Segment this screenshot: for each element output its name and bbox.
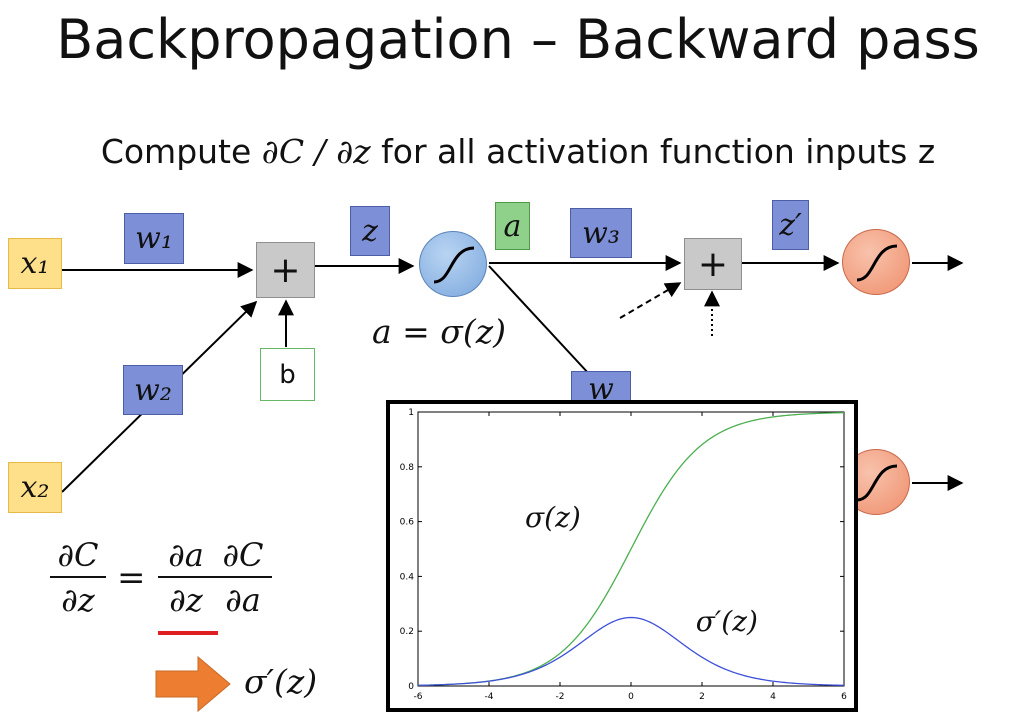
x-tick-label: -6	[414, 692, 423, 702]
equals-sign: =	[117, 558, 146, 598]
frac-dC-dz: ∂C ∂z	[50, 536, 106, 620]
frac-numerator: ∂C	[57, 536, 99, 574]
page-title: Backpropagation – Backward pass	[56, 8, 980, 71]
label-z: z	[350, 206, 390, 256]
weight-w1: w₁	[124, 213, 184, 264]
series-label-sigma: σ(z)	[525, 501, 581, 534]
activation-equation: a = σ(z)	[372, 312, 506, 351]
frac-numerator: ∂a	[168, 536, 204, 574]
series-sigma-prime-line	[417, 616, 845, 686]
weight-w3: w₃	[570, 208, 632, 258]
subtitle: Compute ∂C / ∂z for all activation funct…	[0, 132, 1036, 171]
frac-denominator: ∂a	[225, 581, 261, 619]
x-tick-label: 6	[841, 692, 847, 702]
y-tick-label: 0.2	[400, 627, 414, 637]
subtitle-prefix: Compute	[100, 132, 262, 171]
y-tick-label: 0	[408, 682, 414, 692]
series-label-sigma-prime: σ′(z)	[696, 605, 758, 638]
sigmoid-curve-icon	[856, 464, 898, 502]
subtitle-math: ∂C / ∂z	[261, 132, 371, 171]
frac-bar	[50, 576, 106, 578]
edge-dashed-sum2	[619, 282, 682, 319]
series-sigma-line	[417, 412, 845, 686]
frac-dC-da: ∂C ∂a	[214, 536, 272, 620]
frac-bar	[158, 576, 214, 578]
frac-numerator: ∂C	[222, 536, 264, 574]
weight-w2: w₂	[123, 365, 183, 415]
sigmoid-curve-icon	[856, 244, 898, 282]
sigmoid-chart-frame: -6 -4 -2 0 2 4 6 0 0.2 0.4 0.6 0.8 1 σ(z) σ′(z)	[386, 400, 858, 712]
frac-bar	[214, 576, 272, 578]
y-tick-label: 0.4	[400, 572, 415, 582]
label-z-prime: z′	[772, 200, 809, 250]
x-tick-label: 0	[628, 692, 634, 702]
frac-denominator: ∂z	[61, 581, 95, 619]
y-tick-label: 0.6	[400, 518, 415, 528]
frac-da-dz: ∂a ∂z	[158, 536, 214, 620]
input-x2: x₂	[8, 462, 62, 513]
frac-denominator: ∂z	[169, 581, 203, 619]
red-underline	[158, 631, 218, 635]
weight-w4-partial: w	[571, 371, 631, 403]
x-tick-label: -4	[485, 692, 494, 702]
sum-node-1: +	[256, 242, 315, 298]
neuron-blue	[419, 231, 487, 297]
subtitle-suffix: for all activation function inputs z	[370, 132, 936, 171]
sigma-prime-label: σ′(z)	[244, 662, 318, 701]
neuron-red-1	[842, 229, 910, 295]
x-tick-label: -2	[556, 692, 565, 702]
edge-neuron-lower	[488, 265, 591, 376]
input-x1: x₁	[8, 238, 62, 289]
x-tick-label: 4	[770, 692, 776, 702]
bias-b: b	[260, 348, 315, 401]
sum-node-2: +	[684, 238, 742, 290]
sigmoid-curve-icon	[433, 246, 475, 284]
orange-arrow-icon	[155, 655, 231, 713]
y-tick-label: 1	[408, 408, 414, 418]
sigmoid-chart: -6 -4 -2 0 2 4 6 0 0.2 0.4 0.6 0.8 1 σ(z) σ′(z)	[400, 408, 847, 702]
y-tick-label: 0.8	[400, 463, 415, 473]
label-a: a	[495, 202, 530, 250]
x-tick-label: 2	[699, 692, 705, 702]
